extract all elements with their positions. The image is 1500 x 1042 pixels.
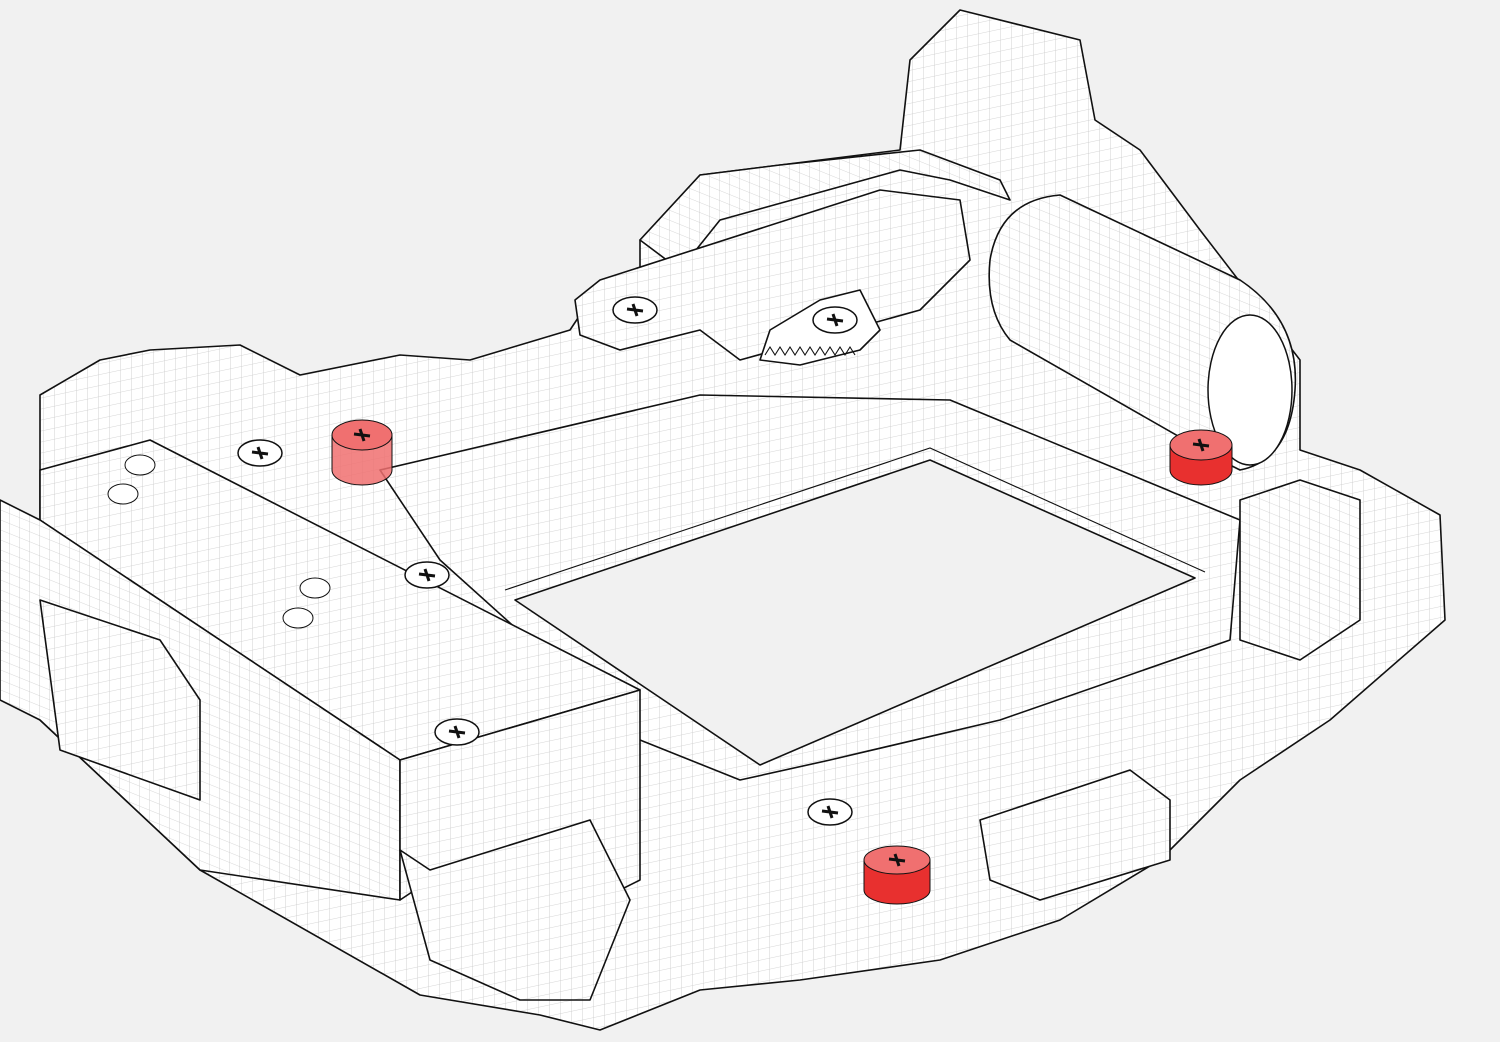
phillips-screw-icon: [403, 560, 451, 590]
aperture-inner-edge: [504, 447, 1206, 591]
front-bracket: [399, 819, 631, 1001]
highlighted-screw-icon: [1169, 429, 1233, 486]
motor-end-cap: [1207, 314, 1293, 466]
phillips-screw-icon: [806, 797, 854, 827]
dome-pin: [107, 483, 139, 505]
dome-pin: [282, 607, 314, 629]
dome-pin: [299, 577, 331, 599]
phillips-screw-icon: [811, 305, 859, 335]
gear-teeth: [764, 345, 856, 357]
front-latch: [979, 769, 1171, 901]
rear-housing: [639, 149, 1011, 271]
dome-pin: [124, 454, 156, 476]
phillips-screw-icon: [433, 717, 481, 747]
phillips-screw-icon: [611, 295, 659, 325]
phillips-screw-icon: [236, 438, 284, 468]
left-block-slot: [39, 599, 201, 801]
highlighted-screw-icon: [863, 845, 931, 905]
right-bracket: [1239, 479, 1361, 661]
aperture-opening: [514, 459, 1196, 766]
highlighted-screw-icon: [331, 419, 393, 486]
